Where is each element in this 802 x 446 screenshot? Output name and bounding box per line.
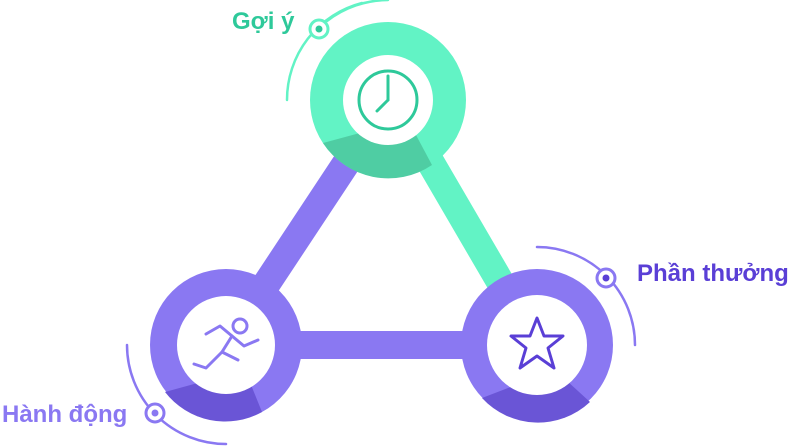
clock-icon [357, 69, 419, 131]
reward-node-core [487, 295, 587, 395]
running-person-icon [192, 317, 260, 370]
cue-dot-center [315, 25, 323, 33]
reward-label: Phần thưởng [637, 260, 789, 287]
action-node [125, 269, 302, 446]
cue-node [285, 0, 466, 179]
cue-label: Gợi ý [232, 8, 295, 35]
star-icon [509, 316, 565, 370]
reward-node [461, 245, 637, 423]
reward-dot-center [602, 274, 610, 282]
action-dot-center [151, 409, 159, 417]
cue-arc-ext [325, 0, 390, 23]
action-label: Hành động [2, 401, 128, 428]
